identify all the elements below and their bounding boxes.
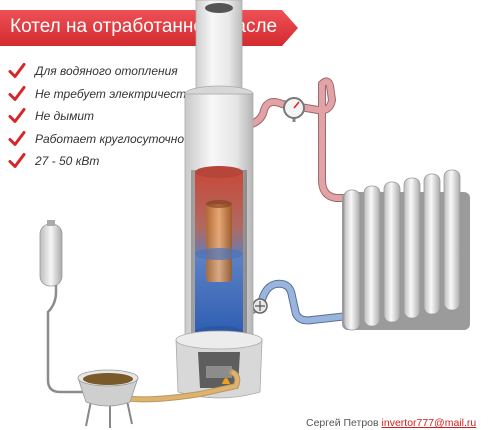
oil-tank [77, 369, 139, 428]
air-cylinder [39, 220, 88, 394]
list-item: Работает круглосуточно [8, 128, 188, 151]
author-email-link[interactable]: invertor777@mail.ru [381, 417, 477, 429]
thermometer-gauge-icon [283, 97, 305, 122]
author-name: Сергей Петров [306, 417, 379, 429]
check-icon [8, 153, 26, 169]
author-credit: Сергей Петров invertor777@mail.ru [306, 417, 476, 429]
check-icon [8, 85, 26, 101]
list-item: Не требует электричества [8, 83, 199, 106]
check-icon [8, 63, 26, 79]
radiator [342, 169, 470, 331]
cold-water-pipe [238, 279, 352, 325]
feature-label: Для водяного отопления [35, 64, 178, 79]
list-item: Не дымит [8, 105, 188, 128]
feature-list: Для водяного отопления Не требует электр… [8, 60, 199, 173]
chimney [184, 0, 254, 103]
burner-base [175, 330, 263, 399]
feature-label: Не требует электричества [35, 86, 199, 101]
feature-label: 27 - 50 кВт [35, 154, 100, 169]
flame-icon [222, 378, 230, 384]
check-icon [8, 130, 26, 146]
feature-label: Работает круглосуточно [35, 131, 185, 146]
feature-label: Не дымит [35, 109, 95, 124]
list-item: 27 - 50 кВт [8, 150, 188, 173]
hot-water-pipe [234, 77, 354, 202]
check-icon [8, 108, 26, 124]
fuel-line [121, 369, 241, 403]
list-item: Для водяного отопления [8, 60, 188, 83]
boiler-body [184, 93, 254, 339]
